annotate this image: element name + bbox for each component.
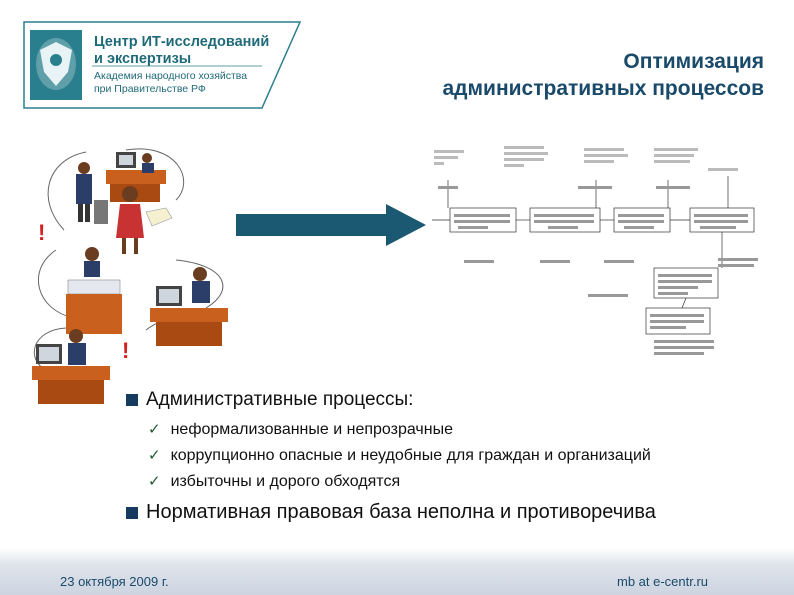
sub-bullet-text: избыточны и дорого обходятся	[171, 473, 401, 490]
logo-org-name: Центр ИТ-исследований и экспертизы	[94, 34, 269, 68]
eagle-emblem-icon	[30, 30, 82, 100]
bullet-text: Административные процессы:	[146, 389, 413, 410]
checkmark-icon: ✓	[148, 446, 161, 464]
logo-affiliation: Академия народного хозяйства при Правите…	[94, 70, 247, 96]
desk-3	[150, 267, 228, 346]
standing-man	[76, 162, 108, 224]
logo-line-2: и экспертизы	[94, 51, 269, 68]
transformation-arrow	[236, 204, 428, 246]
footer-date: 23 октября 2009 г.	[60, 574, 169, 589]
sub-bullet-2: ✓ коррупционно опасные и неудобные для гр…	[148, 446, 651, 465]
title-line-1: Оптимизация	[324, 48, 764, 75]
logo-line-3: Академия народного хозяйства	[94, 70, 247, 83]
bullet-legal-base: Нормативная правовая база неполна и прот…	[126, 501, 656, 524]
desk-4	[32, 329, 110, 404]
footer-contact: mb at e-centr.ru	[617, 574, 708, 589]
logo-line-4: при Правительстве РФ	[94, 83, 247, 96]
sub-bullet-3: ✓ избыточны и дорого обходятся	[148, 472, 400, 491]
checkmark-icon: ✓	[148, 420, 161, 438]
logo-line-1: Центр ИТ-исследований	[94, 34, 269, 51]
square-bullet-icon	[126, 394, 138, 406]
sub-bullet-text: неформализованные и непрозрачные	[171, 421, 453, 438]
bullet-admin-processes: Административные процессы:	[126, 389, 413, 411]
sub-bullet-text: коррупционно опасные и неудобные для гра…	[171, 447, 651, 464]
desk-2	[66, 247, 122, 334]
flow-header-notes	[434, 146, 738, 171]
checkmark-icon: ✓	[148, 472, 161, 490]
office-workers-illustration: ! !	[26, 140, 236, 410]
process-flow-diagram	[428, 140, 768, 370]
exclamation-mark-2: !	[122, 338, 129, 363]
slide-title: Оптимизация административных процессов	[324, 48, 764, 102]
exclamation-mark-1: !	[38, 220, 45, 245]
bullet-text: Нормативная правовая база неполна и прот…	[146, 501, 656, 523]
square-bullet-icon	[126, 507, 138, 519]
title-line-2: административных процессов	[324, 75, 764, 102]
sub-bullet-1: ✓ неформализованные и непрозрачные	[148, 420, 453, 439]
